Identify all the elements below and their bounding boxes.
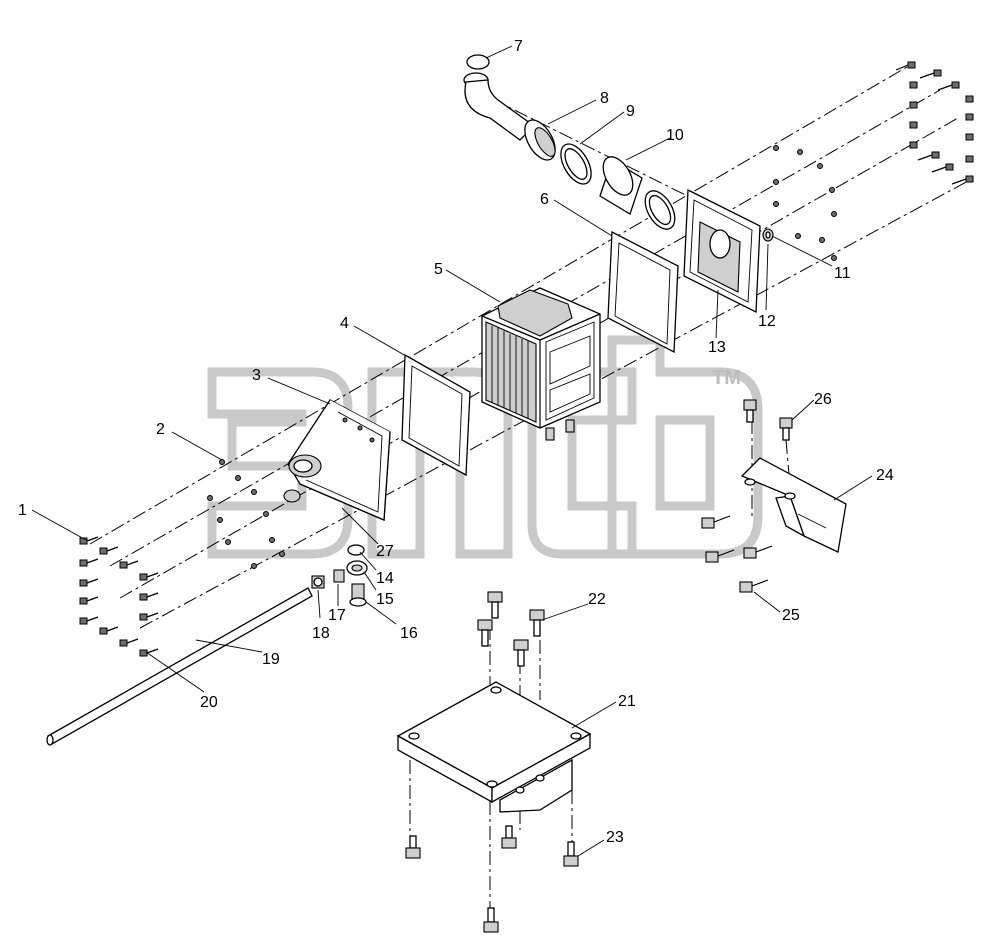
- plate-top-bolts: [477, 591, 545, 667]
- callout-14: 14: [376, 570, 394, 587]
- bolt: [909, 101, 918, 109]
- callout-2: 2: [156, 421, 165, 438]
- bolt: [477, 619, 493, 647]
- callout-26: 26: [814, 391, 832, 408]
- bolt: [779, 417, 793, 441]
- bolt: [139, 612, 159, 621]
- leader-lines: [31, 45, 873, 857]
- bolt: [405, 835, 421, 859]
- callout-22: 22: [588, 591, 606, 608]
- callout-24: 24: [876, 467, 894, 484]
- drain-fittings: [311, 544, 368, 607]
- callout-7: 7: [514, 38, 523, 55]
- bolt: [487, 591, 503, 619]
- callout-labels: 1 2 3 4 5 6 7 8 9 10 11 12 13 14 15 16 1…: [18, 38, 894, 846]
- callout-19: 19: [262, 651, 280, 668]
- right-gasket: [607, 230, 679, 354]
- bolt: [919, 69, 942, 79]
- bolt: [965, 133, 974, 141]
- bolt: [119, 638, 139, 647]
- bolt: [743, 545, 773, 559]
- left-bolts: [79, 536, 159, 657]
- bolt: [119, 560, 139, 569]
- bolt: [931, 163, 954, 173]
- bolt: [705, 549, 735, 563]
- bolt: [965, 155, 974, 163]
- bolt: [139, 572, 159, 581]
- bolt: [513, 639, 529, 667]
- watermark-tm: TM: [712, 367, 741, 389]
- callout-20: 20: [200, 694, 218, 711]
- callout-9: 9: [626, 103, 635, 120]
- bolt: [909, 141, 918, 149]
- callout-23: 23: [606, 829, 624, 846]
- bolt: [965, 95, 974, 103]
- bolt: [79, 558, 99, 567]
- bolt: [501, 825, 517, 849]
- callout-27: 27: [376, 543, 394, 560]
- bolt: [909, 121, 918, 129]
- bolt: [79, 536, 99, 545]
- right-bolts: [895, 61, 974, 185]
- core-fins: [491, 326, 529, 418]
- bolt: [483, 907, 499, 933]
- bolt: [909, 81, 918, 89]
- callout-3: 3: [252, 367, 261, 384]
- callout-6: 6: [540, 191, 549, 208]
- air-duct-assembly: [463, 54, 676, 230]
- callout-15: 15: [376, 591, 394, 608]
- bolt: [701, 515, 731, 529]
- bolt: [965, 113, 974, 121]
- callout-12: 12: [758, 313, 776, 330]
- callout-17: 17: [328, 607, 346, 624]
- callout-8: 8: [600, 90, 609, 107]
- support-bracket: [740, 457, 847, 553]
- radiator-core: [481, 287, 601, 441]
- bolt: [139, 648, 159, 657]
- bolt: [79, 578, 99, 587]
- callout-10: 10: [666, 127, 684, 144]
- bolt: [739, 579, 769, 593]
- callout-16: 16: [400, 625, 418, 642]
- right-tank: [683, 188, 761, 314]
- bolt: [79, 616, 99, 625]
- bolt: [99, 546, 119, 555]
- bolt: [937, 81, 960, 91]
- callout-18: 18: [312, 625, 330, 642]
- bolt: [79, 596, 99, 605]
- left-gasket: [401, 353, 471, 477]
- callout-25: 25: [782, 607, 800, 624]
- callout-21: 21: [618, 693, 636, 710]
- left-tank: [283, 399, 391, 521]
- bolt: [99, 626, 119, 635]
- callout-1: 1: [18, 502, 27, 519]
- mounting-plate: [396, 681, 592, 813]
- bolt: [895, 61, 916, 71]
- callout-13: 13: [708, 339, 726, 356]
- callout-11: 11: [834, 265, 851, 282]
- drain-rod: [46, 587, 313, 746]
- right-washers: [773, 145, 837, 261]
- callout-4: 4: [340, 315, 349, 332]
- bolt: [917, 151, 940, 161]
- bolt: [529, 609, 545, 637]
- bolt: [743, 399, 757, 423]
- bracket-bolts: [701, 399, 793, 593]
- callout-5: 5: [434, 261, 443, 278]
- left-washers: [207, 459, 285, 569]
- bolt: [951, 175, 974, 185]
- plate-bottom-bolts: [405, 825, 579, 933]
- fitting-12: [762, 228, 774, 242]
- bolt: [139, 592, 159, 601]
- bolt: [563, 841, 579, 867]
